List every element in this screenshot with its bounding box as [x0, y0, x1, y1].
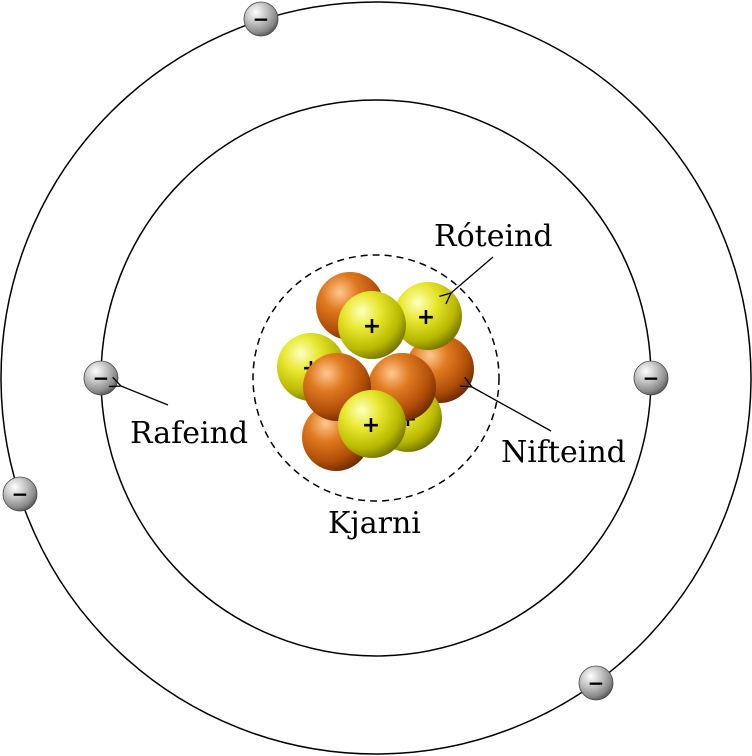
- electron-icon: −: [2, 476, 38, 512]
- proton-icon: +: [338, 291, 406, 359]
- neutron-label: Nifteind: [501, 435, 626, 470]
- electron-sign: −: [588, 671, 605, 695]
- proton-label: Róteind: [434, 219, 553, 254]
- electron-sign: −: [93, 366, 110, 390]
- electron-label: Rafeind: [130, 416, 248, 451]
- electron-icon: −: [243, 1, 279, 37]
- electron-icon: −: [633, 360, 669, 396]
- electron-icon: −: [578, 665, 614, 701]
- electron-icon: −: [83, 360, 119, 396]
- electron-arrow: [121, 386, 169, 406]
- electron-sign: −: [253, 7, 270, 31]
- nucleus-label: Kjarni: [328, 506, 421, 541]
- neutron-arrow: [472, 387, 552, 432]
- electron-sign: −: [12, 482, 29, 506]
- proton-arrow: [451, 256, 494, 293]
- proton-sign: +: [362, 413, 380, 438]
- proton-sign: +: [417, 305, 435, 330]
- electron-sign: −: [643, 366, 660, 390]
- proton-sign: +: [363, 314, 381, 339]
- nucleus-boundary: [252, 254, 500, 502]
- nucleus: + + + + +: [277, 272, 474, 471]
- proton-icon: +: [338, 390, 406, 458]
